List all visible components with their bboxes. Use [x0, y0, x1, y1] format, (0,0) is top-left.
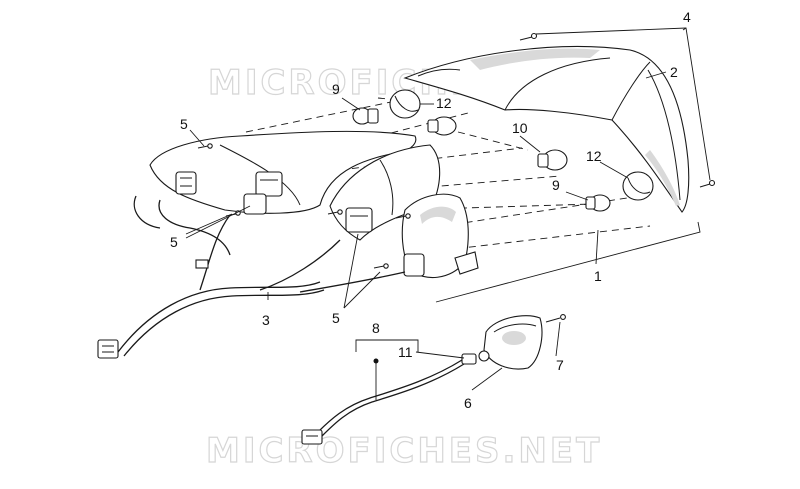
callout-5-left: 5	[170, 234, 178, 250]
bulb-holder-right	[403, 253, 425, 277]
callout-4: 4	[683, 9, 691, 25]
bulb-9-upper	[352, 107, 379, 125]
bulb-holder-center	[345, 207, 373, 233]
tail-lamp-lens	[403, 45, 690, 213]
bulb-holder-mid-a	[255, 171, 283, 197]
socket-12-lower	[622, 171, 654, 201]
callout-10: 10	[512, 120, 528, 136]
lamp-housing	[149, 130, 479, 279]
callout-5-top: 5	[180, 116, 188, 132]
callout-12-upper: 12	[436, 95, 452, 111]
callout-7: 7	[556, 357, 564, 373]
bulb-holder-left	[175, 171, 197, 195]
bracket-1	[435, 221, 701, 303]
bracket-8	[355, 339, 419, 352]
licence-plate-lamp	[483, 314, 566, 370]
bulb-upper-mid	[427, 116, 457, 136]
callout-12-lower: 12	[586, 148, 602, 164]
callout-2: 2	[670, 64, 678, 80]
callout-9-upper: 9	[332, 81, 340, 97]
leader-lines	[185, 27, 687, 400]
watermark-bottom: MICROFICHES.NET	[206, 431, 602, 471]
wiring-harness	[97, 195, 406, 359]
screw-right	[699, 179, 716, 188]
callout-11: 11	[398, 344, 413, 360]
callout-9-lower: 9	[552, 177, 560, 193]
callout-5-bottom: 5	[332, 310, 340, 326]
socket-12-upper	[389, 89, 421, 119]
bulb-holder-mid-b	[243, 193, 267, 215]
plate-lamp-wire	[301, 350, 490, 445]
callout-6: 6	[464, 395, 472, 411]
screw-top	[519, 32, 538, 41]
callout-1: 1	[594, 268, 602, 284]
callout-8: 8	[372, 320, 380, 336]
bulb-10	[537, 149, 568, 171]
callout-3: 3	[262, 312, 270, 328]
bulb-9-lower	[585, 194, 611, 212]
callout-labels: 4 2 9 12 5 10 12 9 5 1 3 5 8 11 7 6	[170, 9, 691, 411]
